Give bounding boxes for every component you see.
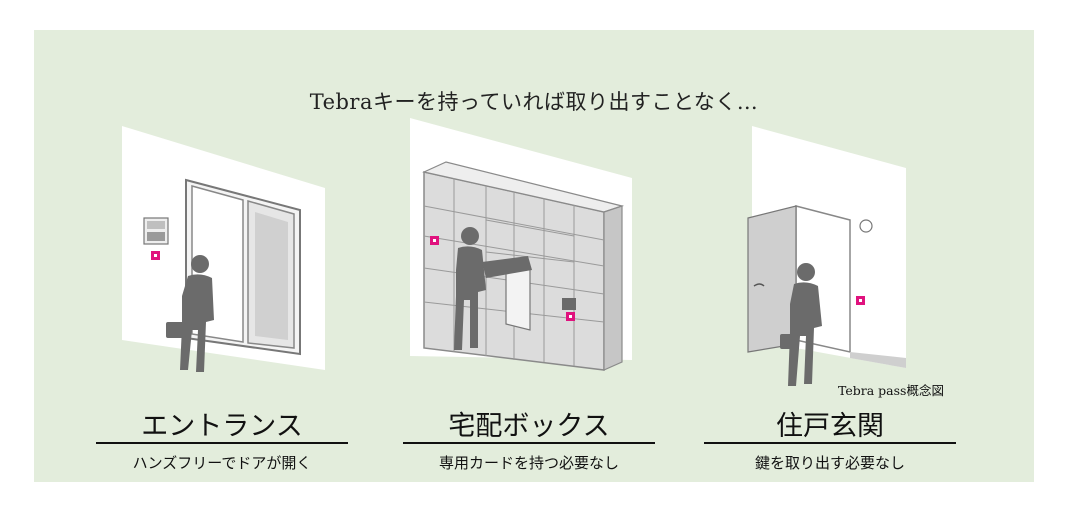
- front-door-panel: [747, 205, 797, 353]
- scene-title-front-door: 住戸玄関: [776, 411, 884, 442]
- keypad-icon: [562, 298, 576, 310]
- divider: [403, 442, 655, 444]
- briefcase-icon: [166, 322, 186, 338]
- scene-title-delivery-box: 宅配ボックス: [448, 411, 610, 442]
- scene-subtitle-front-door: 鍵を取り出す必要なし: [754, 454, 905, 472]
- scene-subtitle-delivery-box: 専用カードを持つ必要なし: [438, 454, 619, 472]
- locker-side: [603, 205, 623, 371]
- figure-caption: Tebra pass概念図: [838, 383, 944, 398]
- door-light-icon: [859, 219, 873, 233]
- door-handle-icon: [753, 283, 765, 287]
- parcel-icon: [482, 256, 532, 278]
- person-silhouette-icon: [780, 263, 822, 386]
- front-door-illustration: [747, 126, 906, 386]
- briefcase-icon: [780, 334, 798, 349]
- headline: Tebraキーを持っていれば取り出すことなく…: [309, 90, 759, 114]
- scene-subtitle-entrance: ハンズフリーでドアが開く: [132, 454, 312, 472]
- person-silhouette-icon: [166, 255, 214, 372]
- divider: [704, 442, 956, 444]
- divider: [96, 442, 348, 444]
- person-silhouette-icon: [454, 227, 532, 350]
- scene-title-entrance: エントランス: [141, 411, 303, 442]
- entrance-illustration: [122, 126, 325, 372]
- entrance-door-glass: [255, 212, 288, 340]
- delivery-box-illustration: [410, 118, 632, 371]
